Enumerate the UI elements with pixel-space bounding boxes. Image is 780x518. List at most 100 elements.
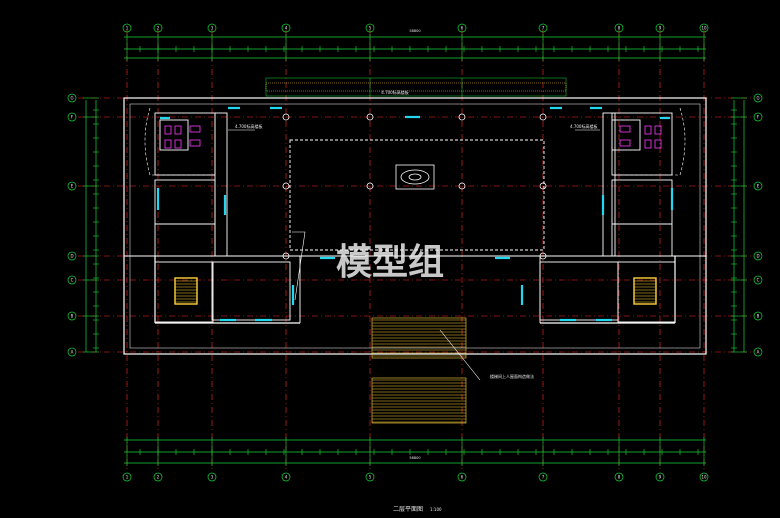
axis-bubble-vertical: [538, 23, 548, 33]
axis-bubble-vertical: [281, 472, 291, 482]
axis-bubble-vertical: [699, 472, 709, 482]
axis-bubble-label: G: [756, 96, 759, 101]
axis-bubble-vertical: [207, 23, 217, 33]
axis-bubble-label: A: [757, 350, 760, 355]
axis-bubble-vertical: [122, 472, 132, 482]
axis-bubble-label: 3: [211, 475, 214, 480]
column: [539, 252, 547, 260]
axis-bubble-label: 3: [211, 26, 214, 31]
axis-bubble-label: 9: [659, 475, 662, 480]
axis-bubble-label: 2: [157, 26, 160, 31]
stair-roof-note: 楼梯间上人屋面构造做法: [490, 373, 534, 379]
axis-bubble-horizontal: [753, 311, 763, 321]
axis-bubble-label: 6: [461, 475, 464, 480]
axis-bubble-label: 10: [701, 475, 707, 480]
axis-bubble-vertical: [538, 472, 548, 482]
grid-axis-lines: [78, 30, 752, 472]
upper-level-left-note: 4.700标高楼板: [381, 89, 408, 95]
roof-canopy: [265, 77, 567, 97]
axis-bubble-vertical: [207, 472, 217, 482]
axis-bubble-vertical: [365, 472, 375, 482]
axis-bubble-label: C: [757, 278, 760, 283]
axis-bubble-vertical: [153, 472, 163, 482]
axis-bubble-label: 6: [461, 26, 464, 31]
overall-dimension-bottom: 58800: [409, 456, 420, 460]
axis-bubble-label: F: [757, 115, 760, 120]
axis-bubble-vertical: [699, 23, 709, 33]
stairs: [174, 277, 657, 424]
axis-bubble-label: 8: [618, 26, 621, 31]
axis-bubble-label: 5: [369, 26, 372, 31]
axis-bubble-label: E: [71, 184, 74, 189]
axis-bubble-vertical: [153, 23, 163, 33]
sanitary-fixtures: [164, 125, 662, 149]
axis-bubble-horizontal: [753, 251, 763, 261]
column: [282, 113, 290, 121]
axis-bubble-label: D: [70, 254, 73, 259]
drawing-title: 二层平面图: [393, 506, 423, 513]
axis-bubble-label: D: [756, 254, 759, 259]
axis-bubble-horizontal: [67, 181, 77, 191]
axis-bubble-label: 5: [369, 475, 372, 480]
axis-bubble-label: 1: [126, 475, 129, 480]
axis-bubble-horizontal: [67, 93, 77, 103]
axis-bubble-horizontal: [753, 181, 763, 191]
axis-bubble-vertical: [614, 23, 624, 33]
axis-bubble-label: F: [71, 115, 74, 120]
column: [539, 182, 547, 190]
axis-bubble-horizontal: [67, 112, 77, 122]
axis-bubble-vertical: [614, 472, 624, 482]
axis-bubble-vertical: [655, 23, 665, 33]
central-emblem: [395, 164, 435, 190]
windows: [156, 106, 674, 322]
column: [458, 182, 466, 190]
upper-level-left-label: 4.700标高楼板: [235, 123, 262, 129]
axis-bubble-horizontal: [67, 311, 77, 321]
interior-walls: [154, 112, 676, 323]
column: [366, 182, 374, 190]
axis-bubble-label: 2: [157, 475, 160, 480]
axis-bubble-horizontal: [753, 112, 763, 122]
axis-bubble-vertical: [457, 472, 467, 482]
axis-bubble-label: 7: [542, 475, 545, 480]
column: [282, 182, 290, 190]
ceiling-outlines: [144, 107, 686, 176]
axis-bubble-vertical: [122, 23, 132, 33]
column: [282, 252, 290, 260]
axis-bubble-vertical: [281, 23, 291, 33]
axis-bubble-vertical: [365, 23, 375, 33]
column: [539, 113, 547, 121]
column: [366, 113, 374, 121]
axis-bubble-label: E: [757, 184, 760, 189]
axis-bubble-label: 4: [285, 475, 288, 480]
dimension-lines: [85, 36, 745, 464]
watermark-text: 模型组: [336, 242, 444, 283]
column: [458, 113, 466, 121]
dimension-ticks: [83, 34, 747, 466]
axis-bubble-label: 10: [701, 26, 707, 31]
axis-bubble-label: 4: [285, 26, 288, 31]
axis-bubble-label: G: [70, 96, 73, 101]
axis-bubble-horizontal: [753, 347, 763, 357]
axis-bubble-label: B: [71, 314, 74, 319]
axis-bubble-vertical: [655, 472, 665, 482]
axis-bubble-label: C: [71, 278, 74, 283]
drawing-scale: 1:100: [430, 507, 442, 512]
axis-bubble-horizontal: [753, 93, 763, 103]
structural-columns: [282, 113, 547, 260]
overall-dimension-top: 58800: [409, 29, 420, 33]
axis-bubble-label: B: [757, 314, 760, 319]
axis-bubble-label: 8: [618, 475, 621, 480]
leader-lines: [228, 129, 600, 381]
axis-bubble-label: A: [71, 350, 74, 355]
axis-bubble-horizontal: [67, 275, 77, 285]
upper-level-right-label: 4.700标高楼板: [570, 123, 597, 129]
axis-bubble-horizontal: [67, 251, 77, 261]
axis-bubble-label: 1: [126, 26, 129, 31]
axis-bubble-vertical: [457, 23, 467, 33]
axis-bubble-label: 9: [659, 26, 662, 31]
axis-bubble-label: 7: [542, 26, 545, 31]
axis-bubble-horizontal: [753, 275, 763, 285]
